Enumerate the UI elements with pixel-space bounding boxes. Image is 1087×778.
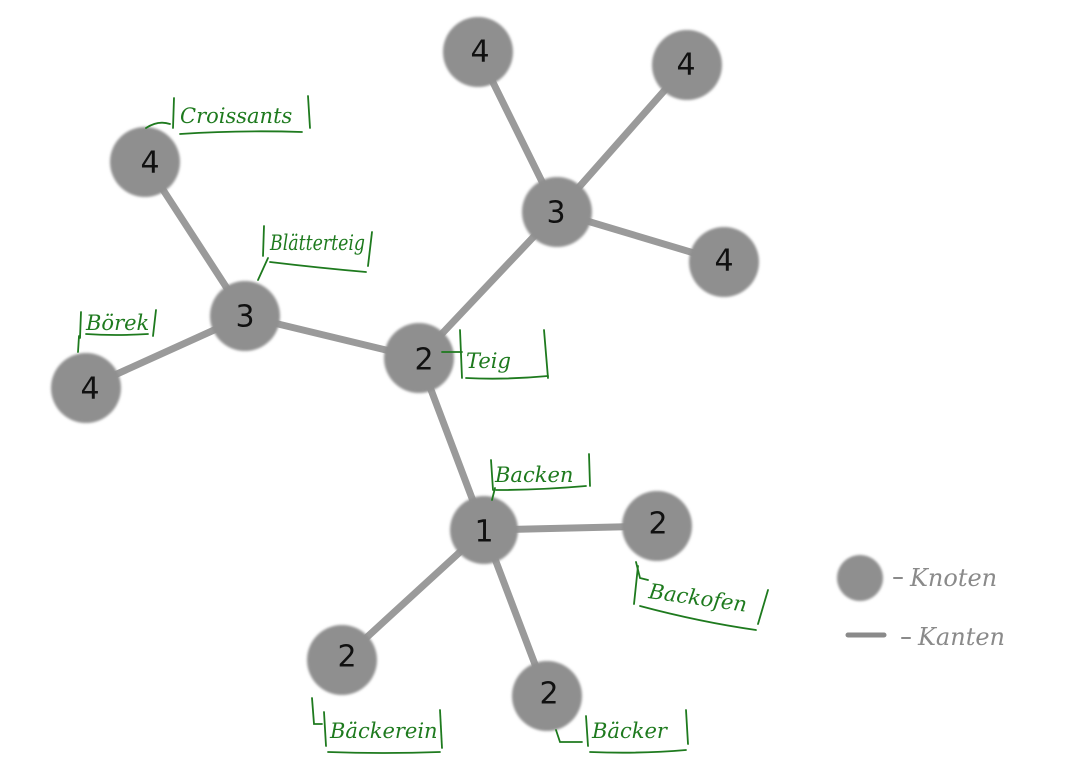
node-label: 4 — [470, 35, 489, 70]
node-label: 1 — [474, 515, 493, 550]
node-backofen: 2 — [622, 491, 692, 561]
legend-edge-label: Kanten — [917, 623, 1005, 651]
annotation-blaetterteig: Blätterteig — [257, 225, 373, 281]
nodes: 1 2 2 2 2 3 3 4 — [51, 17, 759, 731]
legend-node-swatch — [837, 555, 883, 601]
node-label: 2 — [337, 640, 356, 675]
node-croissants: 4 — [110, 127, 180, 197]
annotation-backofen: Backofen — [633, 561, 769, 631]
legend-node-label: Knoten — [909, 564, 997, 592]
node-root: 1 — [450, 496, 518, 564]
node-baeckerei: 2 — [307, 625, 377, 695]
node-blaetterteig: 3 — [210, 281, 280, 351]
node-label: 2 — [539, 677, 558, 712]
node-label: 2 — [414, 343, 433, 378]
legend-edge-item: Kanten — [845, 623, 1005, 651]
annotation-baeckerei: Bäckerein — [311, 697, 443, 754]
annotation-label: Croissants — [180, 104, 293, 128]
annotation-boerek: Börek — [77, 309, 157, 353]
node-label: 4 — [676, 48, 695, 83]
node-baecker: 2 — [512, 661, 582, 731]
node-top-a: 4 — [443, 17, 513, 87]
annotation-baecker: Bäcker — [555, 709, 689, 754]
node-label: 4 — [714, 244, 733, 279]
node-label: 3 — [546, 196, 565, 231]
node-right4: 4 — [689, 227, 759, 297]
node-label: 4 — [140, 146, 159, 181]
annotation-label: Börek — [85, 311, 149, 335]
node-top-b: 4 — [652, 30, 722, 100]
node-label: 3 — [235, 300, 254, 335]
node-teig: 2 — [384, 323, 454, 393]
annotation-label: Bäckerein — [329, 719, 438, 743]
annotation-label: Backen — [494, 463, 573, 487]
node-label: 4 — [80, 372, 99, 407]
legend: Knoten Kanten — [837, 555, 1005, 651]
annotations: Croissants Blätterteig Börek Teig — [77, 95, 769, 754]
node-label: 2 — [648, 507, 667, 542]
annotation-label: Blätterteig — [269, 231, 365, 255]
legend-node-item: Knoten — [837, 555, 997, 601]
annotation-label: Bäcker — [591, 719, 669, 743]
annotation-backen: Backen — [490, 453, 591, 501]
node-boerek: 4 — [51, 353, 121, 423]
annotation-label: Teig — [466, 349, 511, 373]
node-upper3: 3 — [522, 177, 592, 247]
annotation-teig: Teig — [441, 329, 549, 380]
annotation-croissants: Croissants — [145, 95, 311, 135]
